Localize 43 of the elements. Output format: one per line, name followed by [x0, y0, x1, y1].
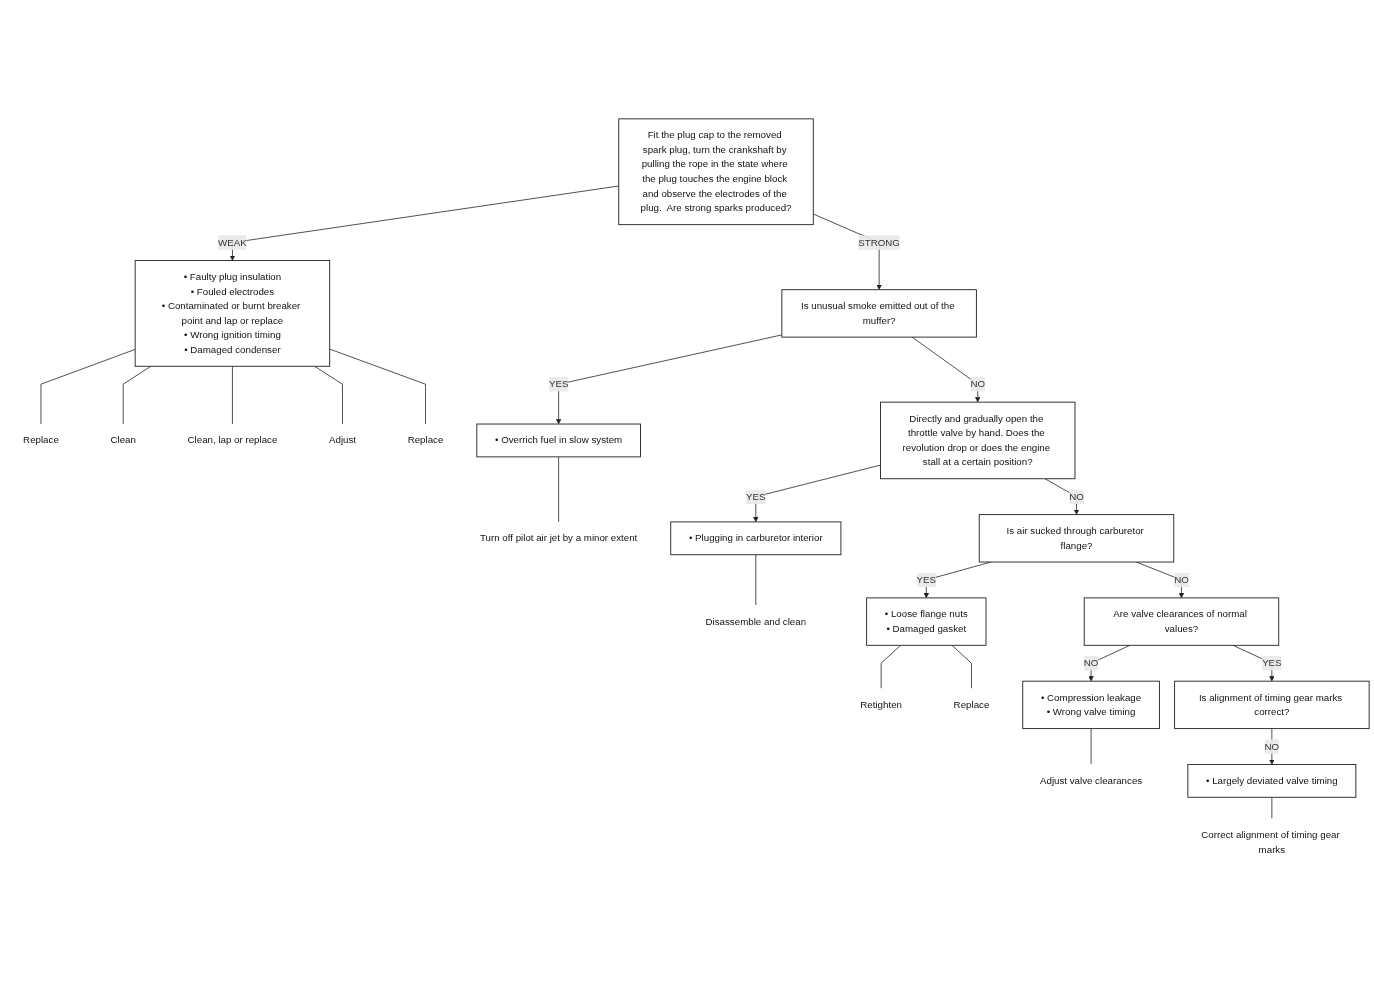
node-text: Replace — [23, 434, 59, 445]
node-box: Is unusual smoke emitted out of the muffer? — [781, 288, 977, 338]
node-text: Clean — [110, 434, 136, 445]
edge-label: WEAK — [218, 236, 247, 248]
edge-label: YES — [746, 490, 766, 502]
node-text: Adjust — [328, 434, 357, 445]
edge-label: NO — [1083, 657, 1099, 668]
connector — [880, 644, 901, 689]
node-box: Is alignment of timing gear marks correct? — [1174, 680, 1370, 729]
edge-label: YES — [548, 378, 569, 389]
connector — [40, 348, 136, 424]
node-box: • Faulty plug insulation • Fouled electrodes • Contaminated or burnt breaker point and lap or replace • Wrong ignition timing • Damaged condenser — [134, 259, 331, 367]
connector — [558, 456, 560, 522]
node-text: Replace — [407, 434, 444, 445]
node-box: Directly and gradually open the throttle valve by hand. Does the revolution drop or does the engine stall at a certain position? — [880, 401, 1076, 479]
node-box: Is air sucked through carburetor flange? — [978, 513, 1175, 563]
connector — [329, 348, 426, 424]
node-text: Retighten — [860, 698, 902, 710]
node-box: • Overrich fuel in slow system — [476, 423, 641, 457]
edge-label: NO — [1069, 490, 1084, 502]
node-text: Turn off pilot air jet by a minor extent — [479, 532, 638, 543]
node-box: Are valve clearances of normal values? — [1083, 597, 1280, 646]
connector — [1090, 727, 1092, 765]
connector — [755, 553, 757, 606]
connector — [232, 365, 233, 424]
node-box: • Plugging in carburetor interior — [670, 521, 842, 555]
node-box: • Largely deviated valve timing — [1187, 763, 1357, 798]
node-box: • Loose flange nuts • Damaged gasket — [866, 597, 987, 646]
node-text: Correct alignment of timing gear marks — [1201, 829, 1340, 855]
node-box: Fit the plug cap to the removed spark plug, turn the crankshaft by pulling the rope in the state where the plug touches the engine block and observe the electrodes of the plug. Are strong sparks produced? — [618, 118, 814, 225]
edge-label: NO — [970, 378, 986, 389]
connector — [1271, 796, 1273, 819]
edge-label: YES — [1262, 657, 1282, 668]
edge-label: STRONG — [858, 236, 900, 248]
edge-label: YES — [916, 574, 937, 585]
edge-label: NO — [1174, 574, 1189, 585]
node-box: • Compression leakage • Wrong valve timing — [1022, 680, 1160, 729]
node-text: Adjust valve clearances — [1039, 774, 1143, 786]
connector — [951, 644, 972, 689]
node-text: Replace — [953, 698, 990, 710]
node-text: Disassemble and clean — [705, 615, 807, 627]
node-text: Clean, lap or replace — [187, 434, 278, 445]
edge-label: NO — [1264, 740, 1280, 751]
